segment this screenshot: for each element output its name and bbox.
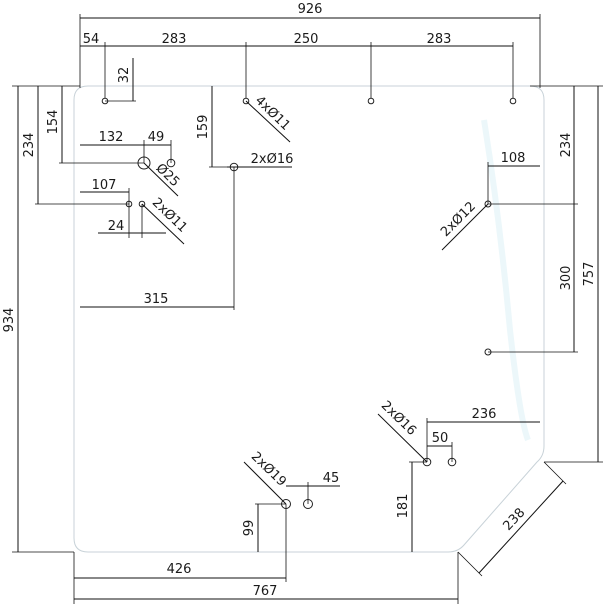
dim-24: 24: [98, 204, 166, 238]
dim-767: 767: [74, 552, 459, 604]
dim-label-250: 250: [294, 32, 319, 47]
dim-left-154: 154: [46, 86, 144, 164]
dim-45: 45: [286, 471, 340, 504]
dim-right-757: 757: [530, 85, 603, 463]
dim-right-234: 234: [488, 86, 578, 205]
dim-132-49: 132 49: [80, 130, 172, 163]
dim-315: 315: [80, 167, 235, 310]
panel-outline: [73, 85, 545, 553]
hole-top-4: [509, 97, 517, 105]
dim-label-234-right: 234: [559, 133, 574, 158]
dim-label-50: 50: [432, 431, 449, 446]
dim-left-934: 934: [2, 85, 80, 553]
dim-label-181: 181: [396, 494, 411, 519]
callout-2x16-upper: 2xØ16: [227, 152, 294, 168]
dim-label-767: 767: [253, 584, 278, 599]
dim-label-757: 757: [582, 262, 597, 287]
holes: [101, 97, 517, 509]
dim-181: 181: [396, 461, 427, 552]
dim-label-24: 24: [108, 219, 125, 234]
dim-label-283a: 283: [162, 32, 187, 47]
dim-label-54: 54: [83, 32, 100, 47]
dim-label-283b: 283: [427, 32, 452, 47]
glass-reflection: [481, 119, 531, 442]
dim-label-49: 49: [148, 130, 165, 145]
dim-label-32: 32: [117, 67, 132, 84]
dim-label-132: 132: [99, 130, 124, 145]
dim-left-234: 234: [22, 86, 129, 205]
dim-label-934: 934: [2, 308, 17, 333]
dim-label-154: 154: [46, 110, 61, 135]
dim-overall-width: 926: [79, 2, 541, 88]
dim-label-107: 107: [92, 178, 117, 193]
dim-label-426: 426: [167, 562, 192, 577]
callout-label-2x16-upper: 2xØ16: [251, 152, 294, 167]
dim-label-926: 926: [298, 2, 323, 17]
dim-label-236: 236: [472, 407, 497, 422]
dim-236: 236: [426, 407, 540, 462]
dim-50: 50: [427, 431, 453, 462]
dim-right-108: 108: [487, 151, 540, 204]
dim-label-99: 99: [242, 520, 257, 537]
dim-top-32: 32: [105, 58, 136, 102]
dim-99: 99: [242, 503, 286, 552]
dim-label-238: 238: [500, 505, 528, 533]
dim-label-234-left: 234: [22, 133, 37, 158]
dim-label-300: 300: [559, 266, 574, 291]
dim-label-159: 159: [196, 115, 211, 140]
hole-top-3: [367, 97, 375, 105]
dim-426: 426: [73, 504, 287, 604]
dim-top-chain: 54 283 250 283: [80, 32, 514, 98]
dim-right-300: 300: [488, 204, 578, 353]
dim-label-108: 108: [501, 151, 526, 166]
dim-107: 107: [80, 178, 130, 238]
dim-label-45: 45: [323, 471, 340, 486]
dim-label-315: 315: [144, 292, 169, 307]
dim-159: 159: [196, 86, 234, 168]
